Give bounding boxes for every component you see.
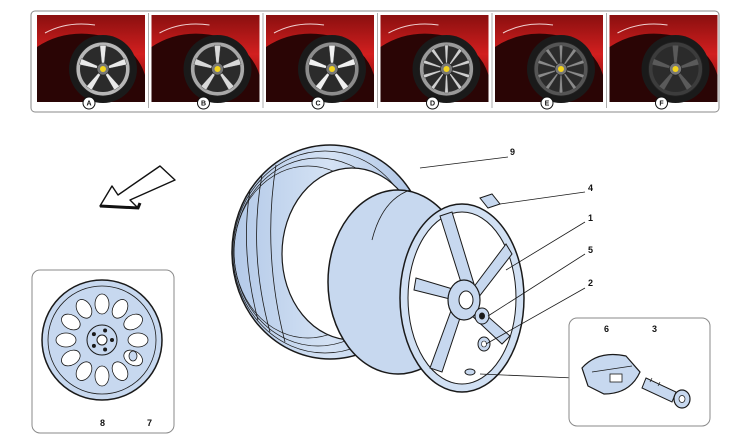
spare-wheel-slot <box>111 299 129 319</box>
spare-wheel-bolt-hole <box>91 343 96 348</box>
spare-wheel <box>41 279 163 401</box>
variant-label: F <box>659 101 664 108</box>
spare-wheel-bolt-hole <box>110 338 114 342</box>
spare-wheel-bolt-hole <box>103 347 108 352</box>
valve-stem <box>464 368 476 376</box>
rim <box>327 189 525 393</box>
wheel-variant-d[interactable]: D <box>380 15 489 110</box>
part-label-4: 4 <box>588 183 593 193</box>
part-label-5: 5 <box>588 245 593 255</box>
wheel-bolt-5 <box>474 307 490 325</box>
spare-wheel-bolt-hole <box>103 328 108 333</box>
variant-label: B <box>201 101 206 108</box>
tpms-sensor <box>581 353 641 395</box>
centre-nut-2 <box>477 336 491 352</box>
spare-wheel-slot <box>127 332 149 348</box>
part-label-6: 6 <box>604 324 609 334</box>
spare-wheel-slot <box>61 349 81 367</box>
part-label-9: 9 <box>510 147 515 157</box>
variants-group: A B C D E F <box>37 13 718 110</box>
variant-label: E <box>545 101 550 108</box>
wheel-variant-b[interactable]: B <box>151 15 260 110</box>
spare-wheel-slot <box>111 361 129 381</box>
variant-label: C <box>315 101 320 108</box>
spare-wheel-slot <box>94 293 110 315</box>
wheel-variant-a[interactable]: A <box>37 15 145 110</box>
part-label-8: 8 <box>100 418 105 428</box>
part-label-2: 2 <box>588 278 593 288</box>
variant-label: A <box>86 101 91 108</box>
spare-wheel-slot <box>94 365 110 387</box>
part-label-7: 7 <box>147 418 152 428</box>
wheel-variant-f[interactable]: F <box>609 15 718 110</box>
wheel-variant-e[interactable]: E <box>495 15 603 110</box>
tpms-valve <box>641 377 691 409</box>
spare-wheel-slot <box>61 313 81 331</box>
wheel-variant-c[interactable]: C <box>266 15 374 110</box>
balance-weight <box>479 193 501 209</box>
variant-label: D <box>430 101 435 108</box>
part-label-3: 3 <box>652 324 657 334</box>
spare-wheel-slot <box>75 361 93 381</box>
part-label-1: 1 <box>588 213 593 223</box>
spare-wheel-slot <box>123 313 143 331</box>
spare-wheel-slot <box>55 332 77 348</box>
direction-arrow-icon <box>99 165 176 210</box>
spare-wheel-slot <box>75 299 93 319</box>
spare-wheel-bolt-hole <box>91 332 96 337</box>
